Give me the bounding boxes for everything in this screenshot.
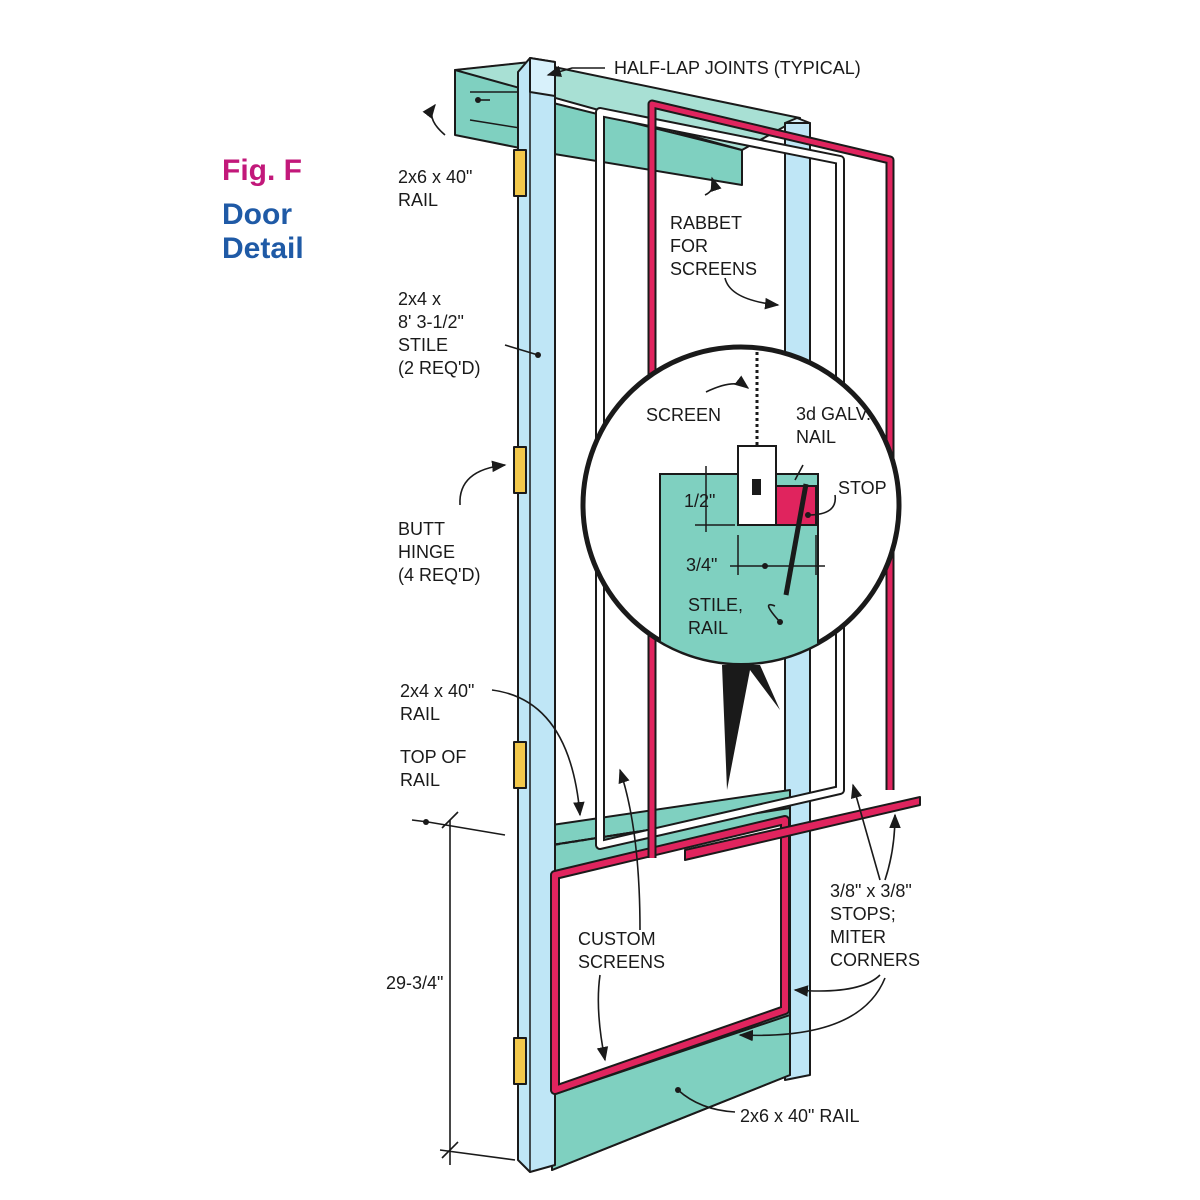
label-line: STOPS; [830,904,896,924]
bottom-panel [551,807,791,1171]
label-line: BUTT [398,519,445,539]
detail-callout [580,344,902,790]
label-top-rail: 2x6 x 40" RAIL [398,166,472,212]
label-line: NAIL [796,427,837,447]
hinges [513,149,527,1085]
label-line: FOR [670,236,708,256]
label-height-dimension: 29-3/4" [386,973,444,993]
detail-label-three-quarter-inch: 3/4" [686,555,718,575]
detail-label-screen: SCREEN [646,405,722,425]
detail-label-stop: STOP [838,478,887,498]
detail-label-nail: 3d GALV. NAIL [796,403,871,449]
label-line: (2 REQ'D) [398,358,481,378]
label-line: RAIL [688,618,729,638]
detail-label-half-inch: 1/2" [684,491,716,511]
label-stops: 3/8" x 3/8" STOPS; MITER CORNERS [830,880,920,972]
label-line: HINGE [398,542,456,562]
label-line: 2x6 x 40" [398,167,473,187]
figure-title-line1: Door [222,198,292,231]
label-line: 3/8" x 3/8" [830,881,912,901]
label-bottom-rail: 2x6 x 40" RAIL [740,1106,860,1126]
label-top-of-rail: TOP OF RAIL [400,746,466,792]
label-line: SCREENS [578,952,666,972]
label-mid-rail: 2x4 x 40" RAIL [400,680,474,726]
left-stile [517,57,556,1173]
label-rabbet: RABBET FOR SCREENS [670,212,757,281]
lower-screen-frame [550,815,790,1095]
label-line: RABBET [670,213,743,233]
label-line: STILE, [688,595,744,615]
height-dimension [439,811,516,1165]
label-line: MITER [830,927,886,947]
upper-screen-frame [595,107,845,850]
label-line: RAIL [398,190,439,210]
label-line: TOP OF [400,747,467,767]
label-line: 3d GALV. [796,404,872,424]
label-line: CUSTOM [578,929,656,949]
label-half-lap-joints: HALF-LAP JOINTS (TYPICAL) [614,58,861,78]
label-line: STILE [398,335,449,355]
label-line: RAIL [400,770,441,790]
label-line: 2x4 x [398,289,442,309]
detail-label-stile-rail: STILE, RAIL [688,594,743,640]
label-line: SCREENS [670,259,758,279]
figure-title-line2: Detail [222,232,304,265]
label-line: (4 REQ'D) [398,565,481,585]
label-line: CORNERS [830,950,921,970]
figure-number: Fig. F [222,154,302,187]
label-stile: 2x4 x 8' 3-1/2" STILE (2 REQ'D) [398,288,480,380]
label-line: RAIL [400,704,441,724]
label-custom-screens: CUSTOM SCREENS [578,928,665,974]
label-line: 2x4 x 40" [400,681,475,701]
label-hinge: BUTT HINGE (4 REQ'D) [398,518,480,587]
label-line: 8' 3-1/2" [398,312,464,332]
